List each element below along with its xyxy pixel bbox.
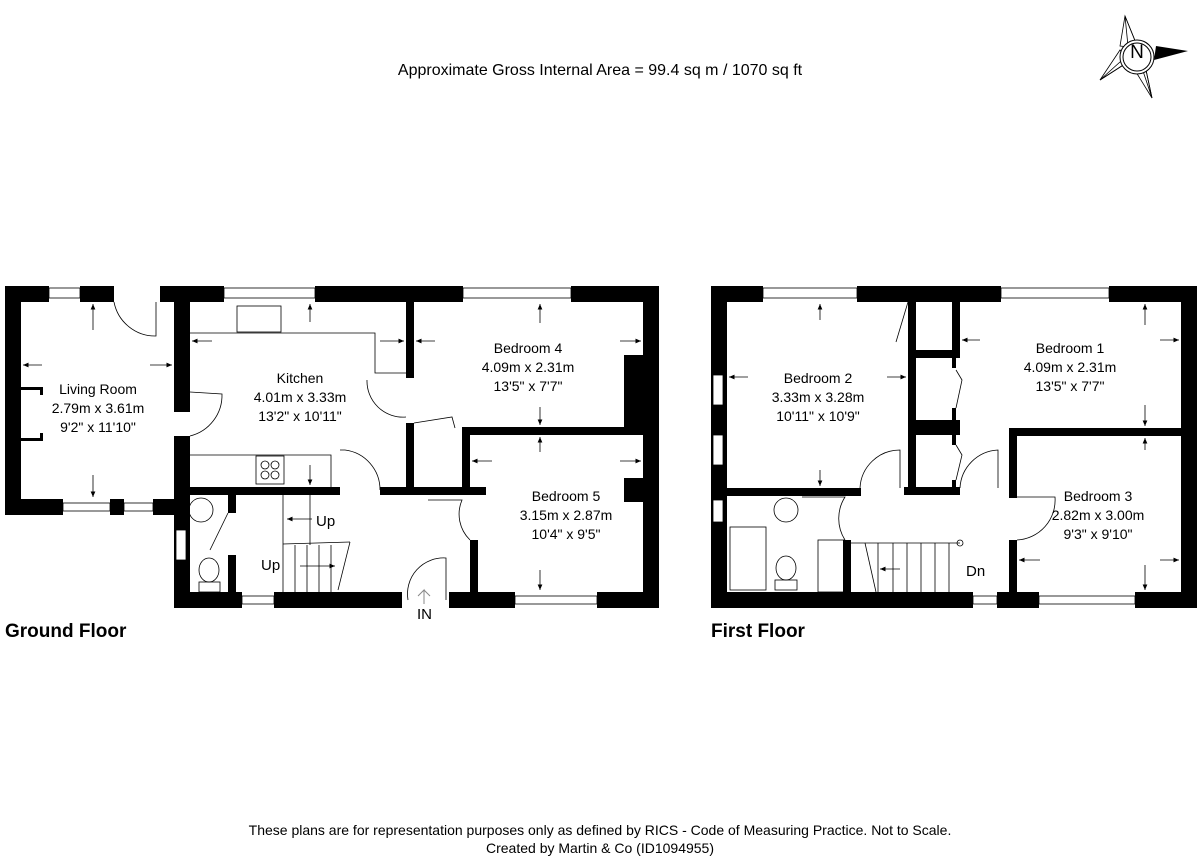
room-metric: 3.33m x 3.28m (771, 389, 865, 405)
room-imperial: 10'11" x 10'9" (776, 408, 860, 424)
room-kitchen: Kitchen 4.01m x 3.33m 13'2" x 10'11" (254, 369, 347, 426)
room-name: Bedroom 4 (493, 340, 563, 356)
room-bedroom-5: Bedroom 5 3.15m x 2.87m 10'4" x 9'5" (520, 487, 613, 544)
room-metric: 4.09m x 2.31m (481, 359, 575, 375)
room-imperial: 9'2" x 11'10" (60, 419, 136, 435)
room-name: Bedroom 2 (783, 370, 853, 386)
first-floor-label: First Floor (711, 621, 805, 642)
room-bedroom-3: Bedroom 3 2.82m x 3.00m 9'3" x 9'10" (1052, 487, 1145, 544)
room-metric: 4.01m x 3.33m (253, 389, 347, 405)
ground-floor-label: Ground Floor (5, 621, 127, 642)
stairs-down-label: Dn (966, 563, 986, 580)
room-name: Bedroom 3 (1063, 488, 1133, 504)
entrance-label: IN (417, 606, 432, 623)
room-metric: 4.09m x 2.31m (1023, 359, 1117, 375)
stairs-up-label: Up (261, 557, 281, 574)
room-imperial: 13'5" x 7'7" (1035, 378, 1105, 394)
room-name: Living Room (59, 381, 137, 397)
compass-label: N (1130, 42, 1144, 63)
room-living-room: Living Room 2.79m x 3.61m 9'2" x 11'10" (52, 380, 145, 437)
room-bedroom-1: Bedroom 1 4.09m x 2.31m 13'5" x 7'7" (1024, 339, 1117, 396)
room-metric: 2.79m x 3.61m (51, 400, 145, 416)
room-bedroom-2: Bedroom 2 3.33m x 3.28m 10'11" x 10'9" (772, 369, 865, 426)
room-name: Bedroom 5 (531, 488, 601, 504)
room-metric: 3.15m x 2.87m (519, 507, 613, 523)
area-title: Approximate Gross Internal Area = 99.4 s… (397, 62, 803, 79)
room-metric: 2.82m x 3.00m (1051, 507, 1145, 523)
room-imperial: 9'3" x 9'10" (1063, 526, 1133, 542)
compass-north-icon (1099, 14, 1188, 99)
stairs-up-label: Up (316, 513, 336, 530)
disclaimer-text: These plans are for representation purpo… (248, 822, 952, 838)
disclaimer-footer: These plans are for representation purpo… (0, 821, 1200, 857)
room-name: Bedroom 1 (1035, 340, 1105, 356)
creator-credit: Created by Martin & Co (ID1094955) (486, 840, 714, 856)
room-imperial: 10'4" x 9'5" (531, 526, 601, 542)
room-imperial: 13'2" x 10'11" (258, 408, 342, 424)
room-imperial: 13'5" x 7'7" (493, 378, 563, 394)
room-name: Kitchen (276, 370, 324, 386)
room-bedroom-4: Bedroom 4 4.09m x 2.31m 13'5" x 7'7" (482, 339, 575, 396)
